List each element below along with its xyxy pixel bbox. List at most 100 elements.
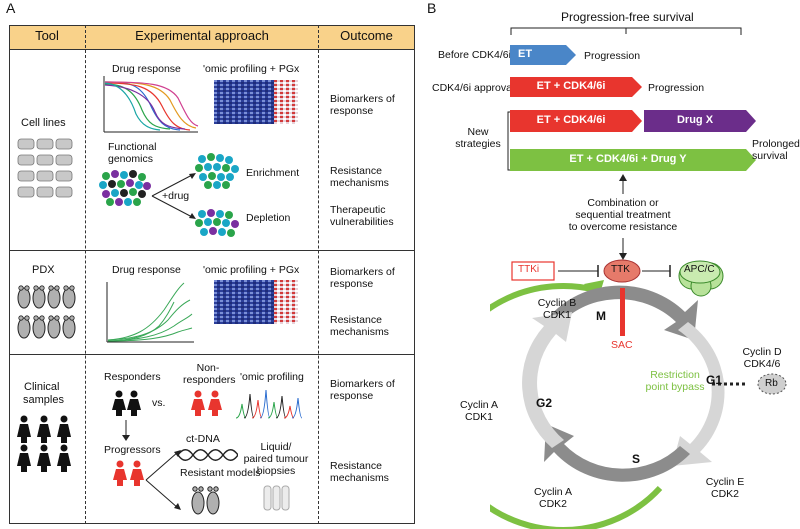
row-divider-1 <box>9 250 415 251</box>
new-bar1b-text: Drug X <box>676 114 714 126</box>
new-bar1-text: ET + CDK4/6i <box>536 114 606 126</box>
approval-label: CDK4/6i approval <box>432 82 515 94</box>
phase-m: M <box>596 309 606 323</box>
functional-genomics-line1: Functional <box>108 141 157 153</box>
cell-outcome-1b: response <box>330 105 374 117</box>
pdx-outcome-2b: mechanisms <box>330 326 389 338</box>
header-approach: Experimental approach <box>135 28 269 43</box>
tool-clinical-line2: samples <box>23 394 64 406</box>
clinical-outcome-2a: Resistance <box>330 460 382 472</box>
ttki-label: TTKi <box>518 264 540 275</box>
ttk-label: TTK <box>611 264 630 275</box>
table-frame <box>9 50 415 524</box>
pdx-omic-label: 'omic profiling + PGx <box>203 264 300 276</box>
cell-lines-icon <box>17 138 73 198</box>
cell-outcome-2a: Resistance <box>330 165 382 177</box>
enrichment-dots <box>195 153 239 189</box>
responders-label: Responders <box>104 371 161 383</box>
progressors-arrows <box>145 450 181 510</box>
apcc-label: APC/C <box>684 264 715 275</box>
drug-arrow-label: +drug <box>162 190 190 202</box>
cyclin-b-line2: CDK1 <box>542 309 571 321</box>
new-bar1 <box>510 110 756 132</box>
resistant-models-label: Resistant models <box>180 467 261 479</box>
phase-g1: G1 <box>706 373 723 387</box>
cell-outcome-3a: Therapeutic <box>330 204 386 216</box>
cyclin-d-line2: CDK4/6 <box>743 358 781 370</box>
prolonged-line2: survival <box>752 150 788 162</box>
before-bar-text: ET <box>518 48 533 60</box>
enrichment-label: Enrichment <box>246 167 300 179</box>
combination-arrows <box>619 174 627 260</box>
cell-outcome-1a: Biomarkers of <box>330 93 395 105</box>
cell-pool-dots <box>99 170 151 206</box>
combination-line2: sequential treatment <box>575 209 671 221</box>
pfs-bracket <box>510 27 742 35</box>
clinical-outcome-1a: Biomarkers of <box>330 378 395 390</box>
cyclin-e-line1: Cyclin E <box>705 476 745 488</box>
prolonged-line1: Prolonged <box>752 138 800 150</box>
phase-g2: G2 <box>536 396 553 410</box>
pdx-outcome-1b: response <box>330 278 374 290</box>
header-tool: Tool <box>35 28 59 43</box>
new-strategies-line1: New <box>467 126 489 138</box>
progressors-icon <box>113 460 144 486</box>
before-outcome: Progression <box>584 50 641 62</box>
cell-outcome-2b: mechanisms <box>330 177 389 189</box>
resistant-mice-icon <box>191 486 220 515</box>
panel-a-letter: A <box>6 0 16 16</box>
pdx-outcome-2a: Resistance <box>330 314 382 326</box>
clinical-omic-label: 'omic profiling <box>240 371 304 383</box>
approval-bar-text: ET + CDK4/6i <box>536 80 606 92</box>
sequencing-trace <box>236 389 303 419</box>
tubes-icon <box>263 485 290 511</box>
cyclin-e-line2: CDK2 <box>710 488 739 500</box>
col-divider-1 <box>85 25 86 524</box>
new-strategies-line2: strategies <box>455 138 501 150</box>
rb-label: Rb <box>765 378 778 389</box>
panel-b-letter: B <box>427 0 437 16</box>
non-responders-line2: responders <box>183 374 236 386</box>
cell-outcome-3b: vulnerabilities <box>330 216 394 228</box>
combination-line3: to overcome resistance <box>568 221 678 233</box>
cell-drug-response-label: Drug response <box>112 63 181 75</box>
phase-s: S <box>632 452 641 466</box>
table-header-band <box>9 25 415 50</box>
cyclin-b-line1: Cyclin B <box>537 297 577 309</box>
tool-clinical-line1: Clinical <box>24 381 60 393</box>
functional-genomics-line2: genomics <box>108 153 153 165</box>
pfs-title: Progression-free survival <box>561 10 694 24</box>
progressors-label: Progressors <box>104 444 161 456</box>
approval-outcome: Progression <box>648 82 705 94</box>
liquid-line2: paired tumour <box>243 453 309 465</box>
cyclin-d-line1: Cyclin D <box>742 346 782 358</box>
sac-label: SAC <box>611 339 633 351</box>
combination-line1: Combination or <box>587 197 659 209</box>
pdx-outcome-1a: Biomarkers of <box>330 266 395 278</box>
cell-drug-response-curves <box>103 76 199 133</box>
pdx-omic-heatmap <box>214 280 298 324</box>
tool-cell-lines: Cell lines <box>21 117 66 129</box>
responders-icon <box>112 390 141 416</box>
pdx-drug-response-label: Drug response <box>112 264 181 276</box>
cyclin-a1-line2: CDK1 <box>464 411 493 423</box>
ctdna-label: ct-DNA <box>186 433 220 445</box>
new-bar2-text: ET + CDK4/6i + Drug Y <box>569 153 687 165</box>
approval-bar <box>510 77 642 97</box>
non-responders-line1: Non- <box>196 362 220 374</box>
clinical-outcome-2b: mechanisms <box>330 472 389 484</box>
vs-label: vs. <box>152 397 166 409</box>
responders-down-arrow <box>122 420 130 441</box>
col-divider-2 <box>318 25 319 524</box>
pdx-growth-curves <box>106 282 194 343</box>
liquid-line1: Liquid/ <box>260 441 292 453</box>
cyclin-a1-line1: Cyclin A <box>460 399 498 411</box>
cyclin-a2-line1: Cyclin A <box>534 486 572 498</box>
depletion-label: Depletion <box>246 212 291 224</box>
cell-omic-label: 'omic profiling + PGx <box>203 63 300 75</box>
ctdna-helix <box>178 449 238 461</box>
clinical-outcome-1b: response <box>330 390 374 402</box>
cyclin-a2-line2: CDK2 <box>538 498 567 510</box>
before-bar <box>510 45 576 65</box>
row-divider-2 <box>9 354 415 355</box>
